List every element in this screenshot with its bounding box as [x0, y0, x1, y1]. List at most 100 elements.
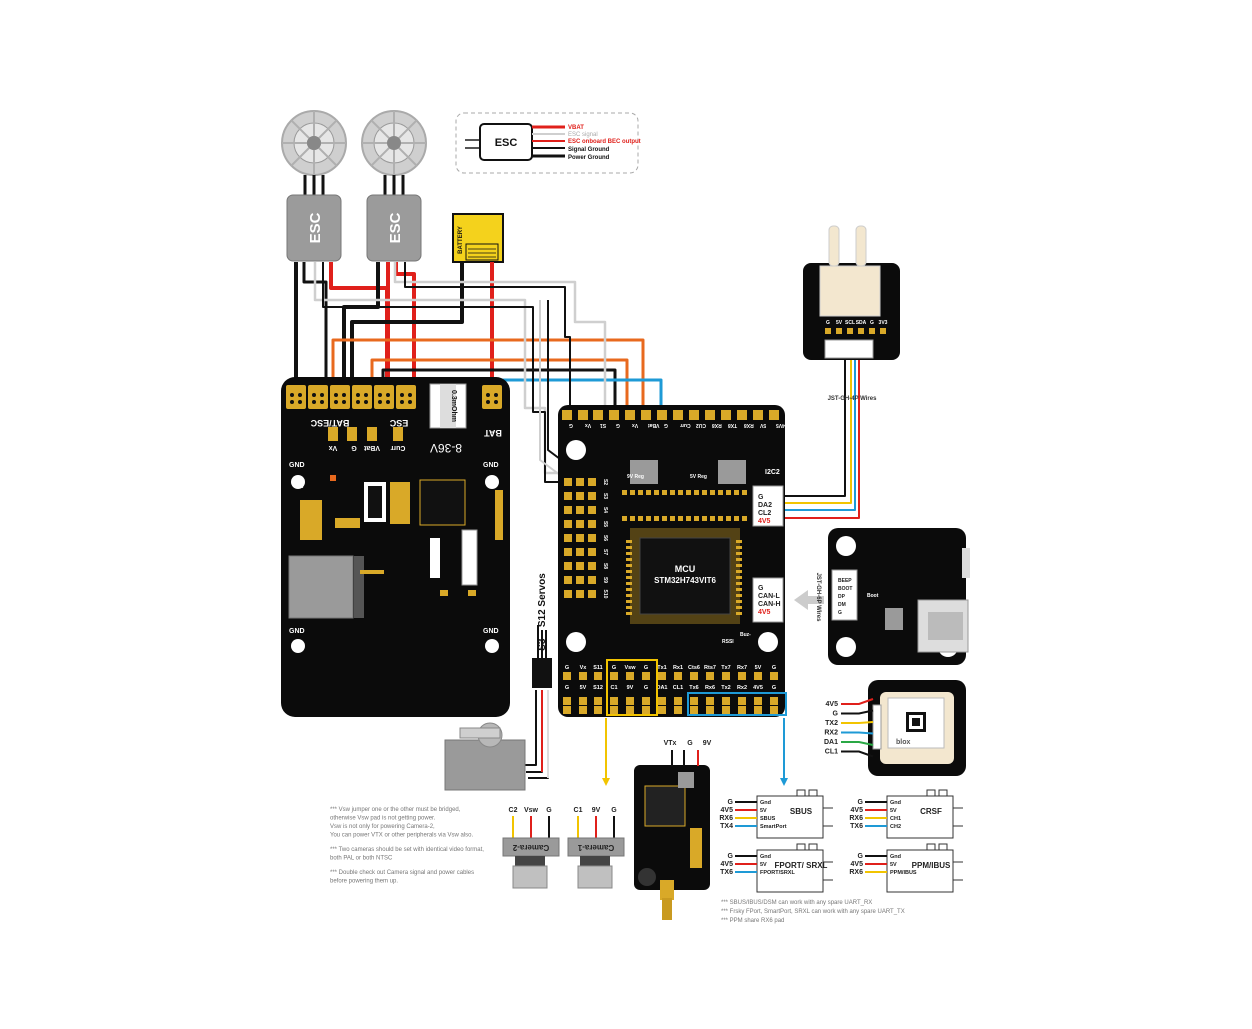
- fc-bottom-label: G: [644, 665, 648, 671]
- fc-top-pad-label: Vx: [585, 422, 591, 428]
- receiver-pin: CH1: [890, 816, 901, 822]
- fc-top-pad: [593, 410, 603, 420]
- can-adapter-pad-label: BOOT: [838, 586, 852, 592]
- receiver-note-line: *** SBUS/IBUS/DSM can work with any spar…: [721, 900, 872, 906]
- receiver-pin: Gnd: [760, 854, 771, 860]
- pdb-label-vx: Vx: [329, 444, 338, 451]
- fc-reg9v: 9V Reg: [627, 474, 644, 480]
- fc-bottom-label: G: [565, 685, 569, 691]
- fc-servo-label: S10: [602, 590, 608, 599]
- shunt-label: 0.3mOhm: [450, 390, 457, 422]
- servos-label: S3 ~ S12 Servos: [537, 573, 548, 651]
- fc-bottom-label: 4V5: [753, 685, 763, 691]
- pdb-label-gnd-2: GND: [483, 462, 499, 469]
- vtx-label-9v: 9V: [703, 740, 712, 747]
- receiver-box: [756, 795, 824, 839]
- fc-top-pad-label: G: [664, 422, 668, 428]
- pdb-label-curr: Curr: [390, 444, 405, 451]
- fc-servo-pad: [576, 478, 584, 486]
- fc-bottom-label: G: [612, 665, 616, 671]
- pdb-signal-pad: [393, 427, 403, 441]
- pdb-label-bat: BAT: [484, 428, 502, 438]
- receiver-pin: Gnd: [760, 800, 771, 806]
- fc-bottom-label: Cts6: [688, 665, 700, 671]
- fc-bottom-label: 5V: [580, 685, 587, 691]
- fc-servo-pad: [564, 562, 572, 570]
- camera-note-line: *** Vsw jumper one or the other must be …: [330, 807, 461, 813]
- fc-top-pad: [657, 410, 667, 420]
- fc-servo-pad: [564, 534, 572, 542]
- pdb-label-gnd-1: GND: [289, 462, 305, 469]
- fc-top-pad: [673, 410, 683, 420]
- fc-top-pad-label: Curr: [680, 422, 691, 428]
- receiver-pin: Gnd: [890, 800, 901, 806]
- camera-note-line: Vsw is not only for powering Camera-2,: [330, 824, 435, 830]
- camera-note-line: both PAL or both NTSC: [330, 856, 393, 862]
- receiver-wire-label: RX6: [719, 815, 733, 822]
- pdb-pad: [330, 385, 350, 409]
- pdb-pad: [286, 385, 306, 409]
- fc-servo-pad: [588, 590, 596, 598]
- fc-servo-pad: [564, 506, 572, 514]
- airspeed-pad-label: G: [870, 320, 874, 326]
- fc-top-pad-label: S1: [600, 422, 606, 428]
- fc-servo-pad: [564, 492, 572, 500]
- receiver-wire-label: G: [728, 853, 734, 860]
- legend-esc-signal: ESC signal: [568, 132, 598, 138]
- receiver-wire-label: TX6: [850, 823, 863, 830]
- fc-servo-label: S3: [602, 493, 608, 499]
- fc-servo-pad: [588, 534, 596, 542]
- fc-bottom-label: DA1: [656, 685, 667, 691]
- receiver-wire-label: RX6: [849, 815, 863, 822]
- fc-servo-pad: [576, 520, 584, 528]
- receiver-wire-label: TX4: [720, 823, 733, 830]
- legend-vbat: VBAT: [568, 125, 584, 131]
- power-distribution-board: 0.3mOhm BAT/ESC ESC BAT Curr VBat G Vx 8…: [281, 377, 510, 717]
- fc-bottom-label: S11: [593, 665, 602, 671]
- pdb-signal-pad: [367, 427, 377, 441]
- pdb-pad: [374, 385, 394, 409]
- vtx-label-g: G: [687, 740, 693, 747]
- fc-can-4v5: 4V5: [758, 609, 771, 616]
- fc-bottom-label: Rx6: [705, 685, 715, 691]
- receiver-name: CRSF: [920, 807, 942, 816]
- fc-top-pad-label: G: [569, 422, 573, 428]
- fc-servo-pad: [576, 590, 584, 598]
- fc-top-pad-label: RX8: [744, 422, 754, 428]
- camera-pin-label: 9V: [592, 807, 601, 814]
- vtx-label-vtx: VTx: [664, 740, 677, 747]
- camera-pin-label: G: [611, 807, 617, 814]
- camera-pin-label: C2: [509, 807, 518, 814]
- can-adapter-pad-label: BEEP: [838, 578, 852, 584]
- fc-servo-pad: [576, 576, 584, 584]
- motor-esc-2: ESC: [366, 194, 422, 262]
- fc-servo-pad: [588, 506, 596, 514]
- fc-servo-pad: [564, 590, 572, 598]
- receiver-name: PPM/IBUS: [912, 861, 951, 870]
- fc-top-pad: [753, 410, 763, 420]
- receiver-name: FPORT/ SRXL: [775, 861, 828, 870]
- pdb-label-g: G: [351, 444, 357, 451]
- fc-servo-pad: [576, 562, 584, 570]
- motor-esc-1: ESC: [286, 194, 342, 262]
- fc-i2c-da2: DA2: [758, 502, 772, 509]
- receiver-wire-label: 4V5: [851, 861, 864, 868]
- battery-connector: BATTERY: [452, 213, 504, 263]
- camera-notes: *** Vsw jumper one or the other must be …: [330, 807, 484, 885]
- fc-top-pad: [609, 410, 619, 420]
- airspeed-wires: JST-GH-4P Wires: [828, 396, 878, 402]
- fc-i2c-g: G: [758, 494, 764, 501]
- legend-esc-bec: ESC onboard BEC output: [568, 139, 641, 145]
- pdb-label-vbat: VBat: [363, 444, 380, 451]
- fc-servo-label: S9: [602, 577, 608, 583]
- receiver-note-line: *** Frsky FPort, SmartPort, SRXL can wor…: [721, 909, 905, 915]
- fc-servo-pad: [564, 478, 572, 486]
- fc-servo-pad: [576, 548, 584, 556]
- fc-servo-label: S6: [602, 535, 608, 541]
- fc-servo-pad: [588, 492, 596, 500]
- fc-top-pad: [689, 410, 699, 420]
- fc-bottom-label: Tx6: [689, 685, 698, 691]
